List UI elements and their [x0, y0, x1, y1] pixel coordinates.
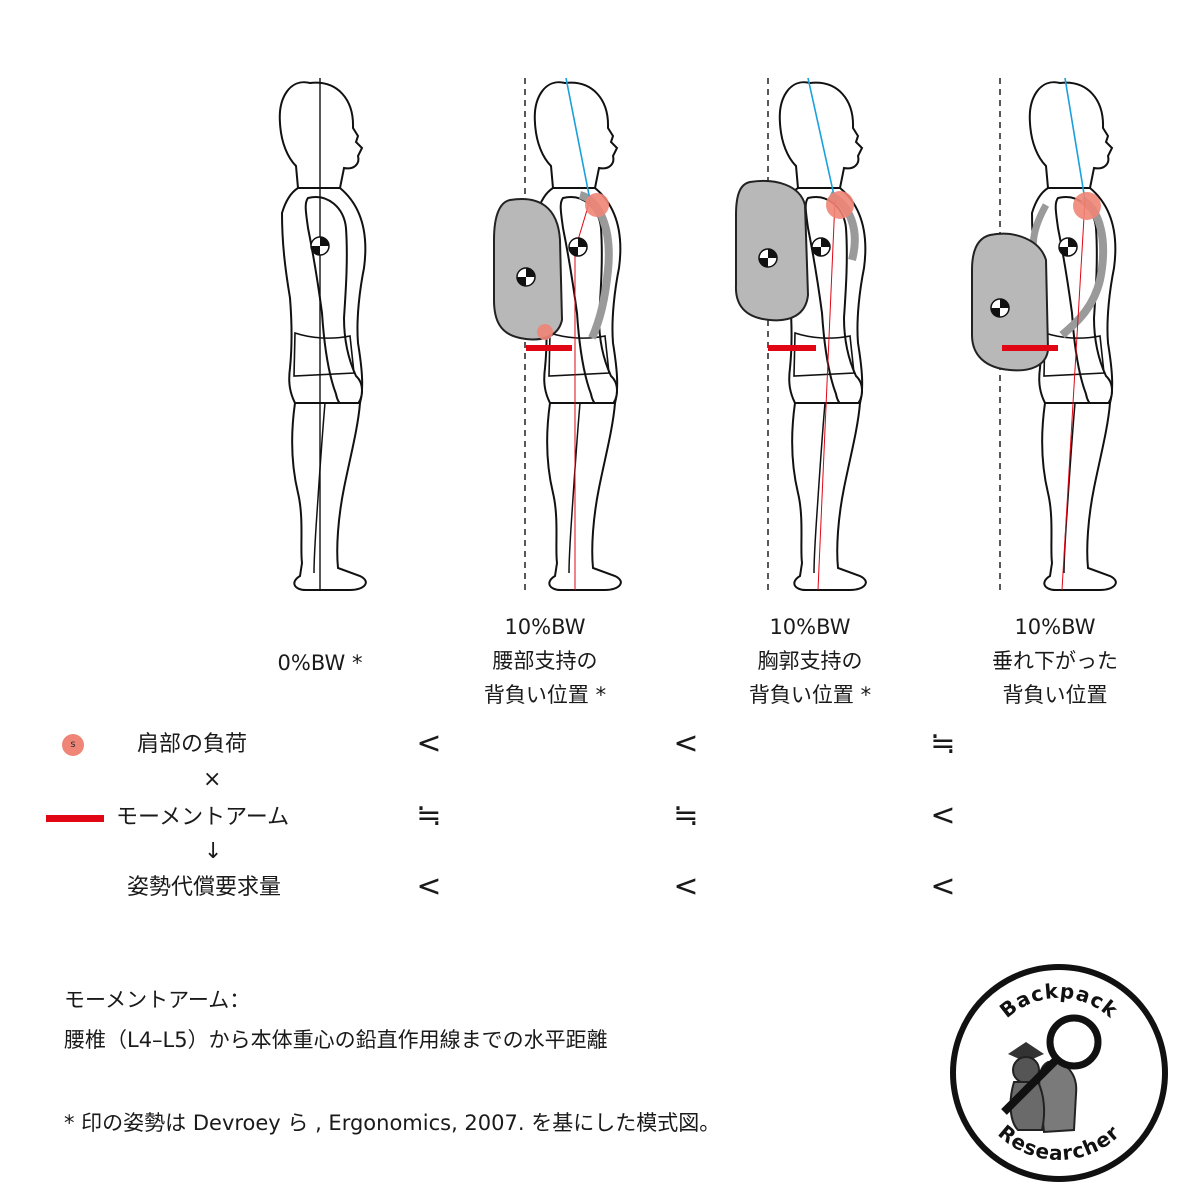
caption-figure-3: 10%BW 胸郭支持の 背負い位置 *: [730, 610, 890, 712]
comparison-moment-2: ≒: [673, 798, 699, 833]
caption-line: 背負い位置 *: [748, 683, 872, 707]
caption-figure-4: 10%BW 垂れ下がった 背負い位置: [975, 610, 1135, 712]
comparison-demand-1: <: [416, 869, 442, 904]
comparison-moment-1: ≒: [416, 798, 442, 833]
figure-1: [278, 78, 367, 591]
caption-line: 背負い位置 *: [483, 683, 607, 707]
caption-bw: 10%BW: [1014, 615, 1096, 639]
backpack-researcher-logo: Backpack Researcher: [950, 964, 1168, 1182]
caption-figure-1: 0%BW *: [250, 646, 390, 680]
comparison-demand-3: <: [930, 869, 956, 904]
comparison-demand-2: <: [673, 869, 699, 904]
definition-body: 腰椎（L4–L5）から本体重心の鉛直作用線までの水平距離: [64, 1028, 608, 1052]
times-symbol: ×: [203, 767, 222, 792]
comparison-shoulder-1: <: [416, 726, 442, 761]
caption-bw: 10%BW: [769, 615, 851, 639]
caption-line: 背負い位置: [1002, 683, 1108, 707]
caption-bw: 0%BW *: [277, 651, 363, 675]
source-note: * 印の姿勢は Devroey ら , Ergonomics, 2007. を基…: [64, 1111, 721, 1135]
shoulder-load-label: 肩部の負荷: [137, 732, 248, 757]
posture-figures: [278, 77, 1117, 591]
comparison-shoulder-2: <: [673, 726, 699, 761]
moment-arm-marker-icon: [46, 815, 104, 822]
figure-4: [971, 77, 1117, 591]
caption-line: 胸郭支持の: [757, 649, 863, 673]
shoulder-load-marker-icon: s: [62, 734, 84, 756]
caption-figure-2: 10%BW 腰部支持の 背負い位置 *: [470, 610, 620, 712]
comparison-moment-3: <: [930, 798, 956, 833]
down-arrow-icon: ↓: [204, 839, 223, 864]
caption-line: 腰部支持の: [492, 649, 598, 673]
comparison-shoulder-3: ≒: [930, 726, 956, 761]
figure-2: [493, 77, 622, 591]
postural-demand-label: 姿勢代償要求量: [127, 875, 282, 900]
figure-3: [734, 77, 867, 591]
caption-bw: 10%BW: [504, 615, 586, 639]
definition-title: モーメントアーム：: [64, 988, 251, 1012]
caption-line: 垂れ下がった: [992, 649, 1118, 673]
moment-arm-label: モーメントアーム: [116, 805, 290, 830]
